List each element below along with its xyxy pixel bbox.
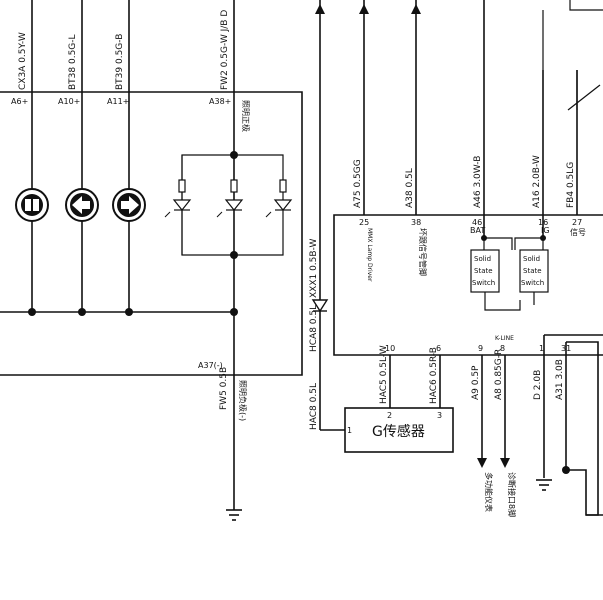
dest-multi-meter: 多功能仪表 (484, 472, 494, 512)
pin-name-ig: IG (541, 226, 550, 235)
diode-icon (311, 299, 329, 313)
svg-text:Switch: Switch (472, 279, 495, 287)
illum-negative-label: 照明负极(-) (238, 380, 248, 421)
pin-label-a38: A38+ (209, 97, 231, 106)
svg-text:Solid: Solid (474, 255, 491, 263)
pin-name-signal: 信号 (570, 227, 586, 237)
left-turn-lamp-icon (65, 188, 99, 222)
pin-9: 9 (478, 344, 483, 353)
wire-label-hca8: HCA8 0.5L (309, 305, 319, 352)
pin-label-a37: A37(-) (198, 361, 223, 370)
wire-label-fw5: FW5 0.5B (219, 367, 229, 410)
pin-name-38: 坏跟信号管脚 (418, 228, 428, 276)
wire-label-a16: A16 2.0B-W (532, 155, 542, 208)
pin-27: 27 (572, 218, 582, 227)
wire-label-a8: A8 0.85G-R (494, 349, 504, 400)
pin-46: 46 (472, 218, 482, 227)
wire-label-a75: A75 0.5GG (353, 159, 363, 208)
g-sensor-box (344, 407, 454, 453)
wire-label-xxx1: XXX1 0.5B-W (309, 239, 319, 298)
illum-positive-label: 照明正极 (241, 100, 251, 132)
pin-name-mmx: MMX Lamp Driver (366, 228, 373, 282)
pin-6: 6 (436, 344, 441, 353)
svg-text:State: State (474, 267, 493, 275)
ground-icon-left (226, 509, 242, 521)
k-line-label: K-LINE (495, 335, 514, 342)
led-icon-2 (216, 179, 244, 218)
pin-label-a6: A6+ (11, 97, 28, 106)
solid-state-switch-1: Solid State Switch (470, 249, 500, 293)
wire-label-a10: BT38 0.5G-L (68, 34, 78, 90)
dest-diag-port: 诊断接口8脚 (507, 472, 517, 517)
pin-25: 25 (359, 218, 369, 227)
wire-label-a9: A9 0.5P (471, 365, 481, 400)
wire-label-a38-right: A38 0.5L (405, 168, 415, 208)
g-sensor-pin-2: 2 (387, 411, 392, 420)
wire-label-a6: CX3A 0.5Y-W (18, 32, 28, 90)
pin-name-bat: BAT (470, 226, 485, 235)
ground-icon-right (536, 479, 552, 491)
right-module-box (333, 214, 603, 356)
g-sensor-title: G传感器 (372, 423, 425, 440)
pin-10: 10 (385, 344, 395, 353)
wire-label-a46: A46 3.0W-B (473, 156, 483, 208)
wire-label-a31: A31 3.0B (555, 359, 565, 400)
wire-label-hac5: HAC5 0.5L-W (379, 345, 389, 404)
pin-1: 1 (539, 344, 544, 353)
led-icon-1 (164, 179, 192, 218)
pin-16: 16 (538, 218, 548, 227)
pin-8: 8 (500, 344, 505, 353)
wire-label-hac8: HAC8 0.5L (309, 383, 319, 430)
pin-label-a10: A10+ (58, 97, 80, 106)
wire-label-d: D 2.0B (533, 370, 543, 400)
wire-label-fb4: FB4 0.5LG (566, 162, 576, 208)
g-sensor-pin-1: 1 (347, 426, 352, 435)
svg-text:State: State (523, 267, 542, 275)
wire-label-a38: FW2 0.5G-W J/B D (220, 10, 230, 90)
relay-switch (567, 84, 601, 111)
wire-label-hac6: HAC6 0.5R-B (429, 347, 439, 404)
relay-box (569, 0, 603, 11)
g-sensor-pin-3: 3 (437, 411, 442, 420)
svg-text:Solid: Solid (523, 255, 540, 263)
seatbelt-lamp-icon (15, 188, 49, 222)
solid-state-switch-2: Solid State Switch (519, 249, 549, 293)
led-icon-3 (265, 179, 293, 218)
pin-label-a11: A11+ (107, 97, 129, 106)
left-module-box (0, 91, 303, 376)
right-turn-lamp-icon (112, 188, 146, 222)
svg-text:Switch: Switch (521, 279, 544, 287)
wire-label-a11: BT39 0.5G-B (115, 34, 125, 90)
pin-38: 38 (411, 218, 421, 227)
